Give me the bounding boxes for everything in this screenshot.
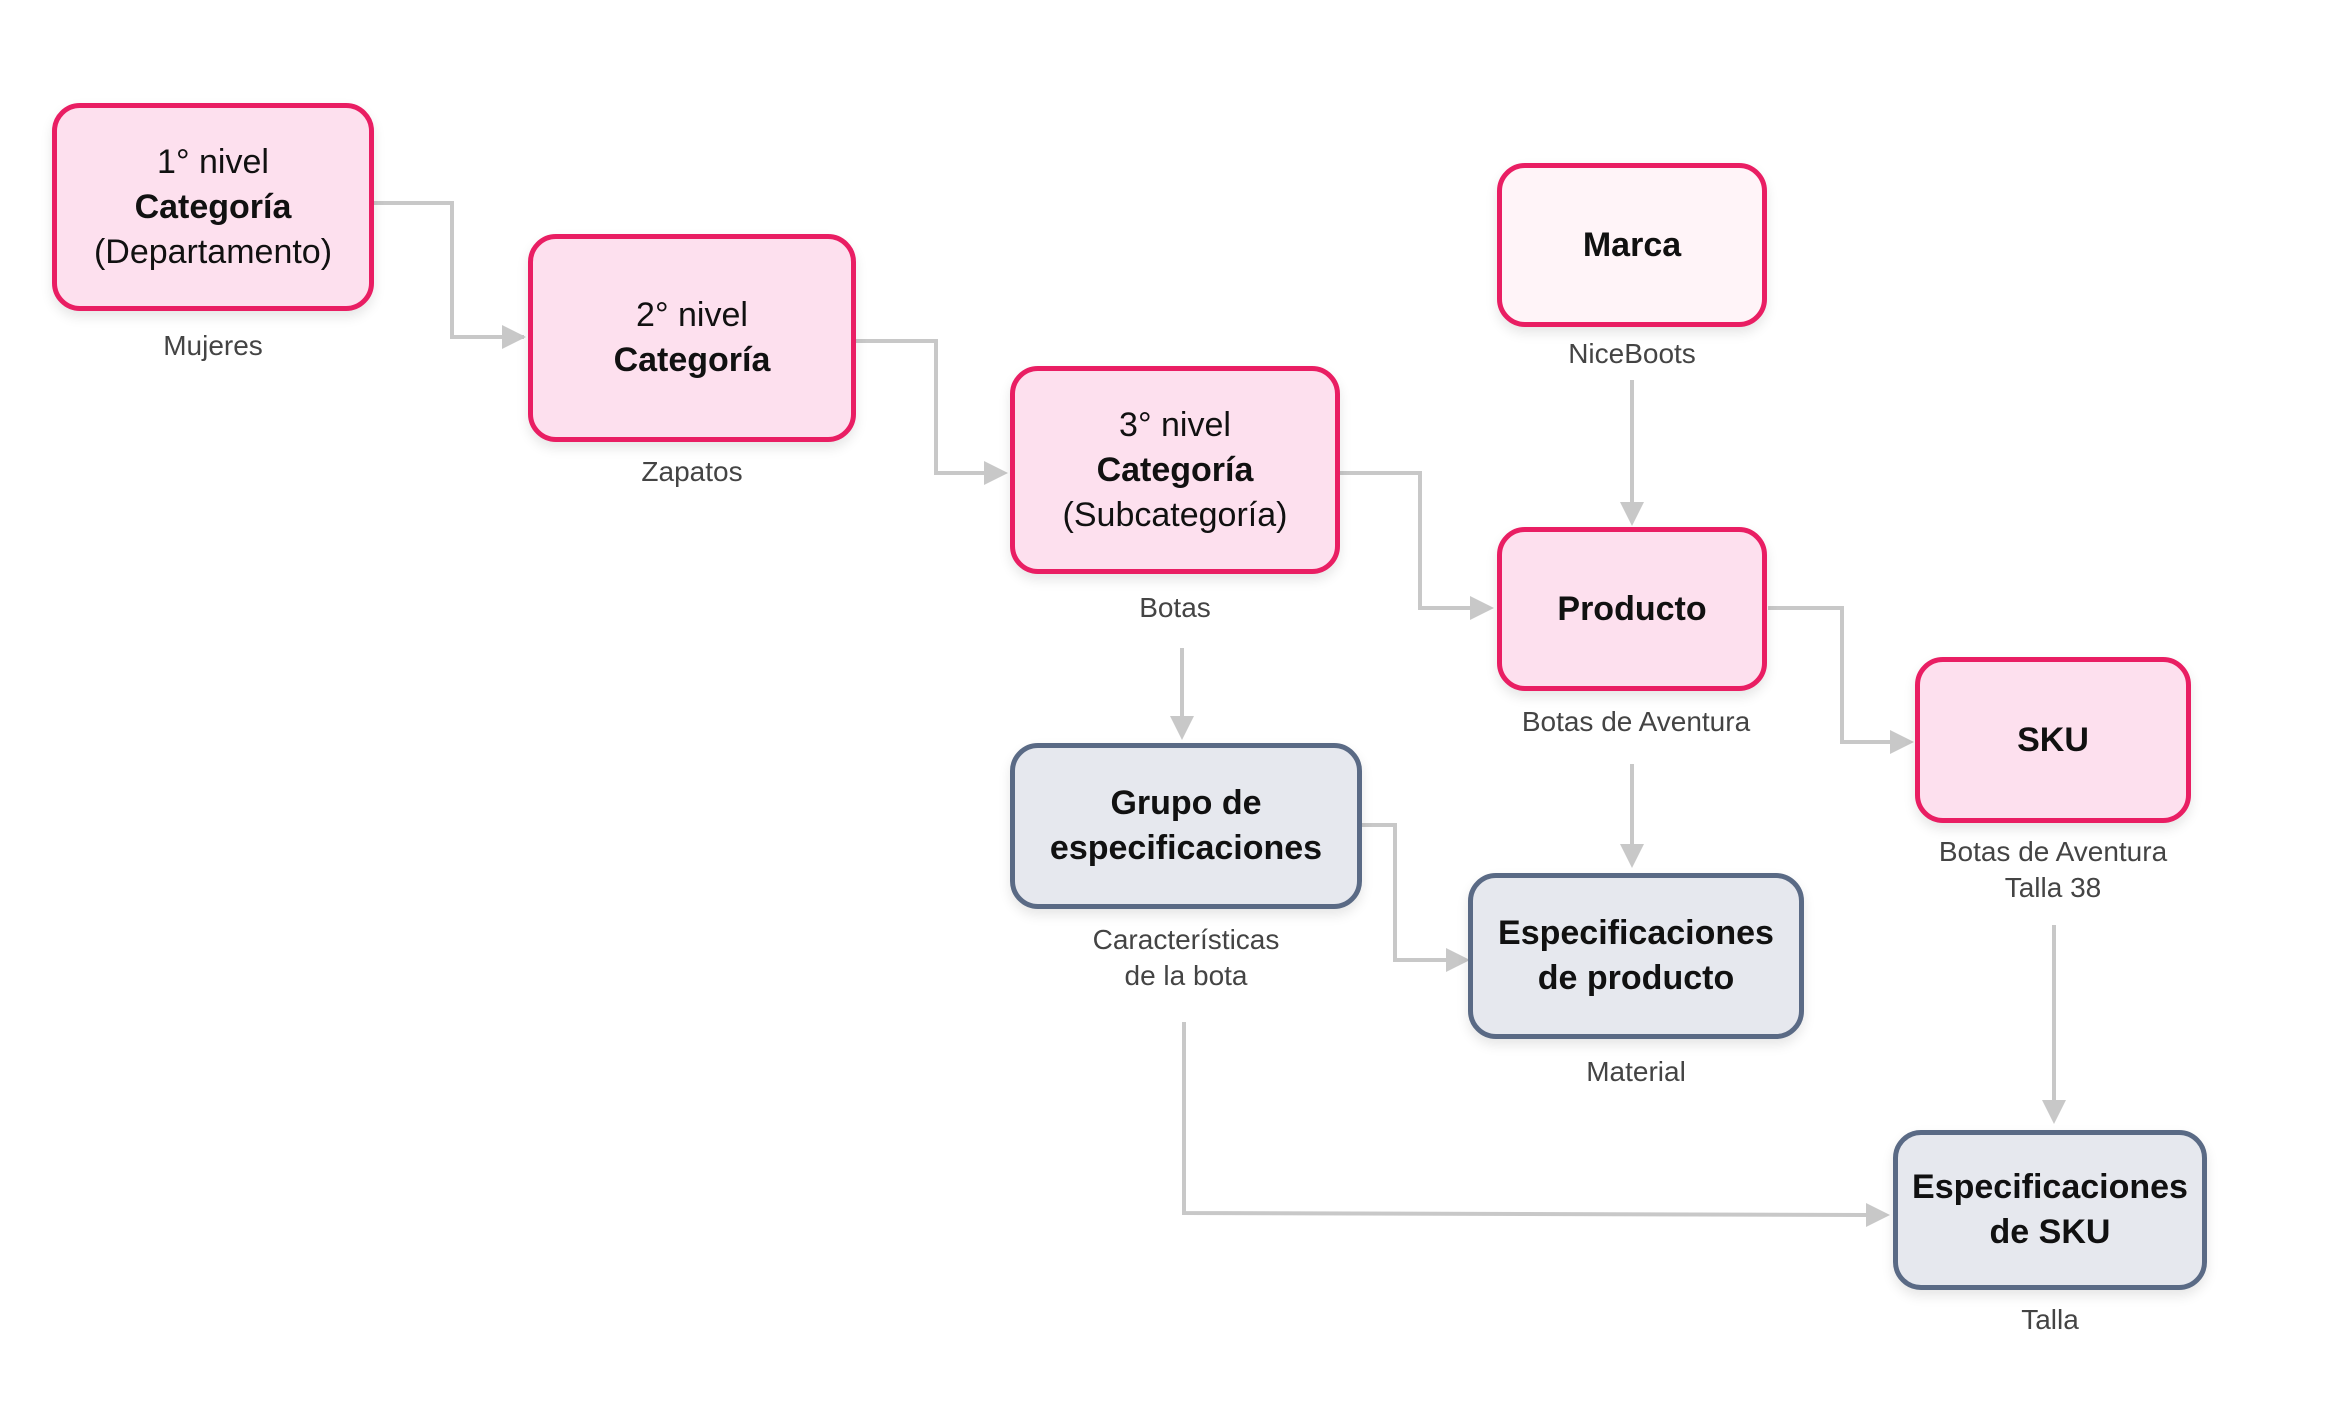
node-category-level-1: 1° nivel Categoría (Departamento) (52, 103, 374, 311)
arrow-cat1-to-cat2 (372, 201, 524, 339)
node-title: Marca (1582, 225, 1682, 264)
node-especificaciones-sku: Especificaciones de SKU (1893, 1130, 2207, 1290)
caption-especificaciones-sku: Talla (2021, 1304, 2079, 1335)
node-title-line: Grupo de (1110, 784, 1262, 822)
arrowhead-esp-producto-left (1446, 948, 1470, 972)
node-level-label: 1° nivel (157, 142, 269, 181)
node-level-label: 3° nivel (1119, 405, 1231, 444)
node-title-line: Especificaciones (1498, 914, 1774, 952)
node-title-line: de SKU (1989, 1213, 2111, 1251)
caption-especificaciones-producto: Material (1586, 1056, 1686, 1087)
caption-line: Características (1092, 924, 1280, 955)
node-title-line: de producto (1537, 959, 1735, 997)
node-subtitle: (Departamento) (93, 232, 333, 271)
node-title-line: Especificaciones (1912, 1168, 2188, 1206)
caption-sku: Botas de Aventura Talla 38 (1880, 834, 2226, 906)
caption-category-level-2: Zapatos (641, 456, 743, 487)
caption-line: de la bota (1124, 960, 1248, 991)
arrowhead-cat2 (502, 325, 526, 349)
arrowhead-esp-sku-top (2042, 1100, 2066, 1124)
caption-grupo-especificaciones: Características de la bota (1010, 922, 1362, 994)
node-marca: Marca (1497, 163, 1767, 327)
arrow-cat3-to-producto (1339, 471, 1490, 610)
node-title: SKU (2017, 720, 2089, 759)
caption-marca: NiceBoots (1568, 338, 1696, 369)
node-subtitle: (Subcategoría) (1062, 495, 1288, 534)
arrowhead-producto-top (1620, 502, 1644, 526)
node-title: Categoría (613, 341, 771, 379)
node-producto: Producto (1497, 527, 1767, 691)
arrow-producto-to-sku (1768, 606, 1910, 744)
node-especificaciones-producto: Especificaciones de producto (1468, 873, 1804, 1039)
node-category-level-3: 3° nivel Categoría (Subcategoría) (1010, 366, 1340, 574)
caption-line: Botas de Aventura (1938, 836, 2168, 867)
arrowhead-esp-sku-left (1866, 1203, 1890, 1227)
arrow-cat2-to-cat3 (855, 339, 1004, 475)
caption-category-level-1: Mujeres (163, 330, 263, 361)
arrowhead-cat3 (984, 461, 1008, 485)
node-sku: SKU (1915, 657, 2191, 823)
arrowhead-sku (1890, 730, 1914, 754)
node-title-line: especificaciones (1049, 829, 1323, 867)
arrow-grupo-to-esp-producto (1360, 823, 1446, 962)
arrowhead-producto-left (1470, 596, 1494, 620)
node-title: Categoría (1096, 450, 1254, 489)
node-title: Producto (1557, 589, 1707, 628)
node-grupo-especificaciones: Grupo de especificaciones (1010, 743, 1362, 909)
caption-category-level-3: Botas (1139, 592, 1211, 623)
caption-line: Talla 38 (2004, 872, 2102, 903)
arrowhead-esp-producto-top (1620, 844, 1644, 868)
caption-producto: Botas de Aventura (1521, 706, 1751, 737)
node-title: Categoría (134, 187, 292, 226)
arrowhead-grupo (1170, 716, 1194, 740)
node-category-level-2: 2° nivel Categoría (528, 234, 856, 442)
arrow-grupo-to-esp-sku (1182, 1022, 1867, 1217)
node-level-label: 2° nivel (636, 296, 748, 334)
